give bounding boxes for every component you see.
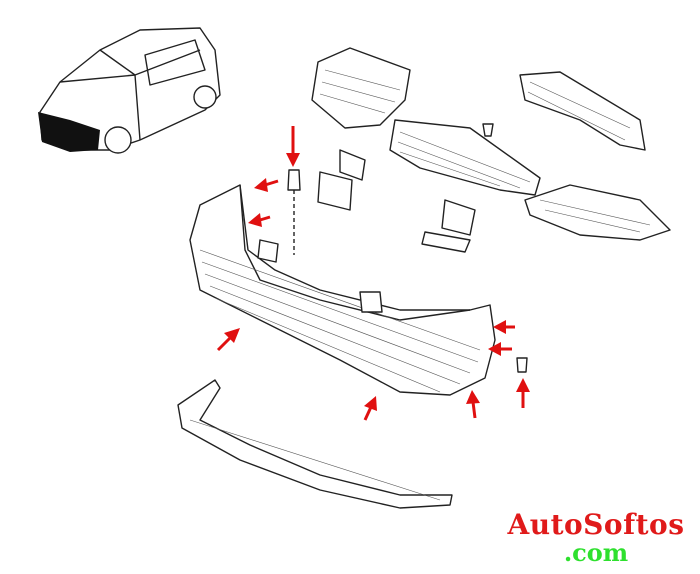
arrow-7 <box>516 378 530 408</box>
arrow-3 <box>248 213 271 227</box>
car-illustration <box>38 27 221 154</box>
arrow-2 <box>254 178 279 192</box>
bolt-vertical <box>287 169 528 373</box>
watermark-logo: AutoSoftos .com <box>496 510 696 566</box>
arrow-5 <box>493 320 515 334</box>
lower-spoiler <box>177 379 453 509</box>
attachment-arrows <box>216 126 530 421</box>
front-bumper <box>189 184 496 396</box>
watermark-main: AutoSoftos <box>507 508 685 541</box>
arrow-6 <box>488 342 512 356</box>
arrow-8 <box>466 390 480 419</box>
watermark-sub: .com <box>563 538 629 567</box>
arrow-1 <box>286 126 300 167</box>
undertray-parts <box>311 47 671 253</box>
arrow-9 <box>363 396 377 421</box>
arrow-4 <box>216 328 240 352</box>
